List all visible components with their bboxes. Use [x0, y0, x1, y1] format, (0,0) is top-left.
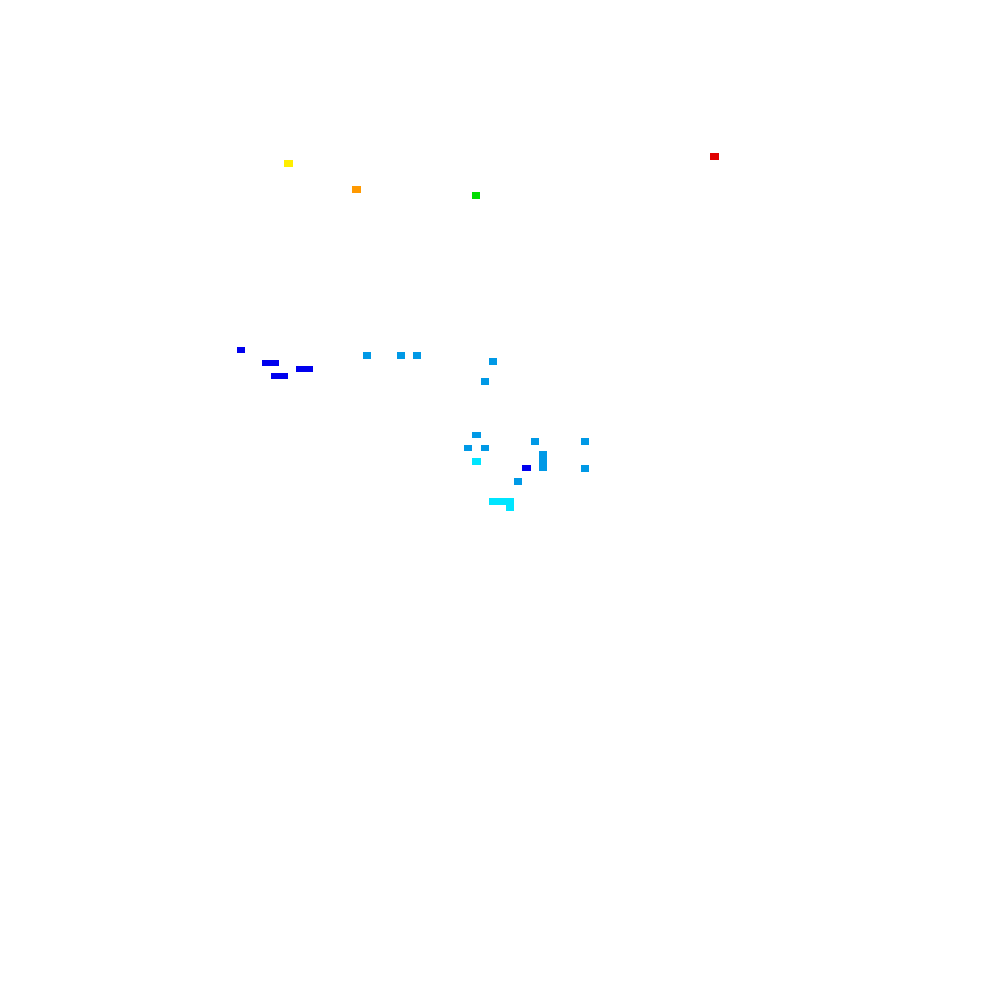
- sky-pixel: [514, 478, 522, 485]
- blue-pixel: [237, 347, 245, 353]
- sky-pixel: [531, 438, 539, 445]
- blue-pixel: [262, 360, 279, 366]
- sky-pixel: [472, 432, 481, 438]
- sky-pixel: [464, 445, 472, 451]
- sky-pixel: [489, 358, 497, 365]
- yellow-pixel: [284, 160, 293, 167]
- green-pixel: [472, 192, 480, 199]
- sky-pixel: [539, 451, 547, 471]
- blue-pixel: [522, 465, 531, 471]
- cyan-pixel: [489, 498, 514, 505]
- sky-pixel: [581, 438, 589, 445]
- cyan-pixel: [472, 458, 481, 465]
- red-pixel: [710, 153, 719, 160]
- sky-pixel: [397, 352, 405, 359]
- sky-pixel: [413, 352, 421, 359]
- sky-pixel: [481, 378, 489, 385]
- sky-pixel: [363, 352, 371, 359]
- sky-pixel: [481, 445, 489, 451]
- orange-pixel: [352, 186, 361, 193]
- cyan-pixel: [506, 498, 514, 511]
- sky-pixel: [581, 465, 589, 472]
- blue-pixel: [271, 373, 288, 379]
- blue-pixel: [296, 366, 313, 372]
